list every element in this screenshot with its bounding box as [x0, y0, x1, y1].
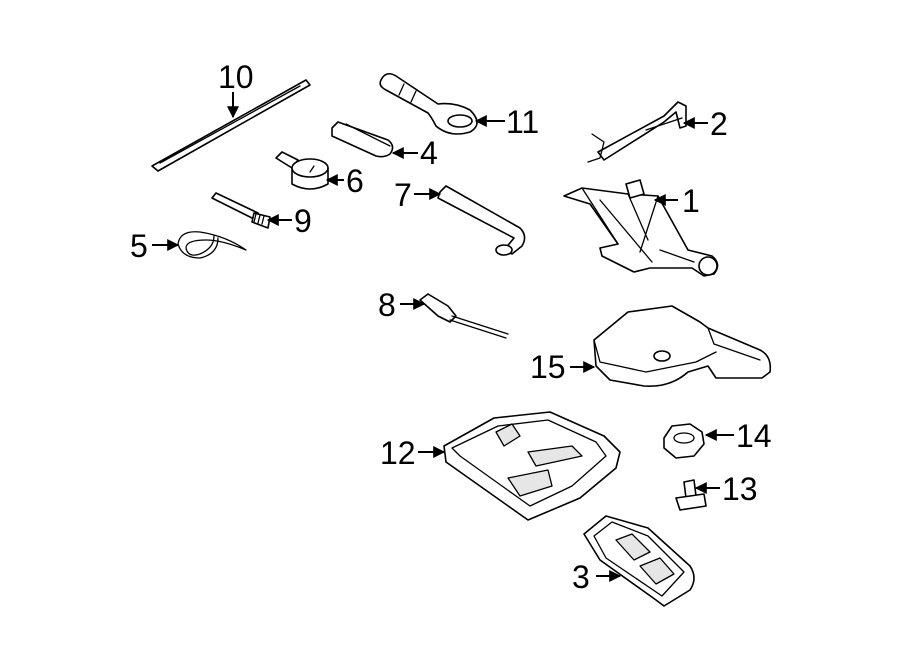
callout-3: 3 [572, 559, 590, 595]
part-3-storage-box [583, 515, 695, 607]
part-12-tray [443, 411, 621, 521]
part-1-scissor-jack [563, 179, 719, 277]
callout-9: 9 [294, 203, 312, 239]
part-5-strap [177, 231, 247, 259]
part-14-nut [663, 423, 705, 459]
callout-labels: 10 11 4 6 7 9 5 2 1 8 15 12 14 13 3 [130, 59, 772, 595]
callout-7: 7 [394, 177, 412, 213]
callout-5: 5 [130, 228, 148, 264]
part-9-extension [211, 192, 271, 229]
part-8-screwdriver [419, 293, 509, 339]
callout-13: 13 [722, 471, 758, 507]
callout-15: 15 [530, 349, 566, 385]
part-6-lock-key [275, 151, 329, 190]
part-11-lug-wrench [379, 72, 478, 135]
callout-12: 12 [380, 435, 416, 471]
callout-1: 1 [682, 183, 700, 219]
callout-8: 8 [378, 287, 396, 323]
part-15-cover [593, 305, 772, 388]
part-7-l-wrench [437, 185, 526, 256]
callout-10: 10 [218, 59, 254, 95]
part-2-jack-handle [587, 101, 687, 163]
callout-14: 14 [736, 418, 772, 454]
callout-4: 4 [420, 135, 438, 171]
callout-11: 11 [506, 104, 539, 140]
part-4-clip [331, 121, 394, 158]
callout-6: 6 [346, 163, 364, 199]
part-13-bolt [675, 479, 707, 511]
callout-2: 2 [710, 106, 728, 142]
part-10-rod [151, 79, 311, 172]
leader-lines [152, 92, 734, 582]
